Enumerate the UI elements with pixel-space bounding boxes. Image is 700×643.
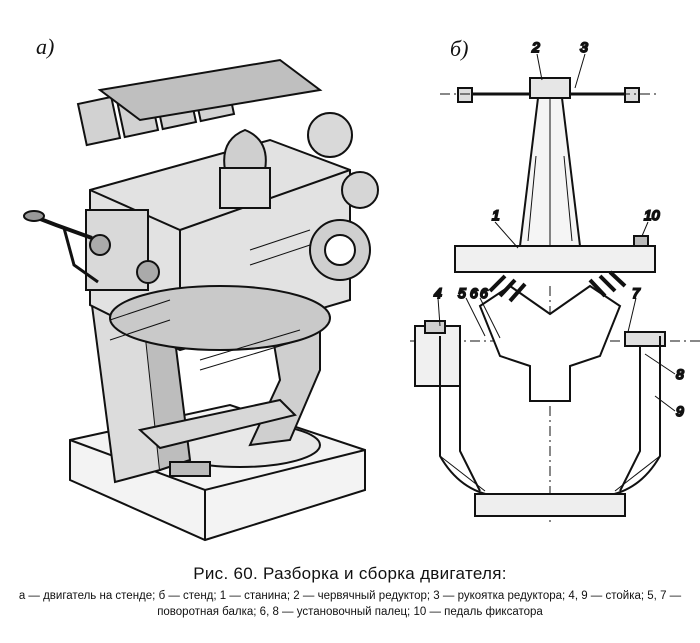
panel-b-label: б) — [450, 36, 469, 61]
legend-item: 10 — педаль фиксатора — [413, 606, 543, 618]
callout-4: 4 — [434, 285, 442, 301]
callout-8: 8 — [676, 366, 684, 382]
callout-6b: 6 — [480, 285, 488, 301]
callout-2: 2 — [531, 39, 540, 55]
callout-3: 3 — [580, 39, 588, 55]
legend-item: 6, 8 — установочный палец; — [259, 606, 411, 618]
legend-item: 3 — рукоятка редуктора; — [433, 590, 566, 602]
stand-schematic-drawing: 1 2 3 4 5 6 6 7 8 9 10 — [400, 36, 700, 526]
callout-9: 9 — [676, 403, 684, 419]
engine-on-stand-drawing — [20, 50, 400, 550]
callout-10: 10 — [644, 207, 660, 223]
legend-item: 1 — станина; — [219, 590, 291, 602]
legend-item: а — двигатель на стенде; — [18, 590, 156, 602]
legend-item: б — стенд; — [158, 590, 217, 602]
figure-caption-legend: а — двигатель на стенде; б — стенд; 1 — … — [8, 588, 692, 620]
panel-a-label: а) — [36, 34, 55, 59]
callout-1: 1 — [492, 207, 500, 223]
callout-5: 5 — [458, 285, 466, 301]
figure-caption-title: Рис. 60. Разборка и сборка двигателя: — [193, 564, 507, 583]
callout-6a: 6 — [470, 285, 478, 301]
legend-item: 4, 9 — стойка; — [568, 590, 645, 602]
callout-7: 7 — [632, 285, 641, 301]
legend-item: 5, 7 — поворотная балка; — [157, 590, 682, 618]
legend-item: 2 — червячный редуктор; — [293, 590, 431, 602]
